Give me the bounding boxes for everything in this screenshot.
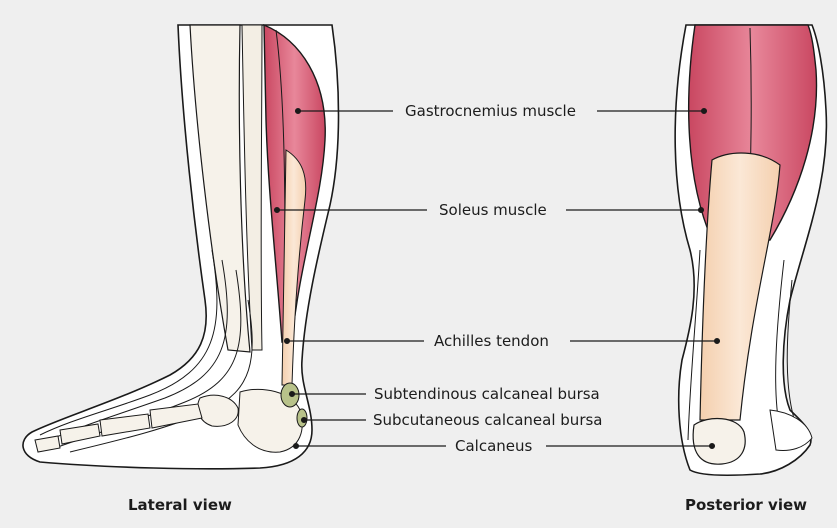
label-calcaneus: Calcaneus: [455, 437, 532, 455]
label-achilles: Achilles tendon: [434, 332, 549, 350]
posterior-calcaneus: [693, 419, 745, 465]
label-gastrocnemius: Gastrocnemius muscle: [405, 102, 576, 120]
label-soleus: Soleus muscle: [439, 201, 547, 219]
posterior-leg: [675, 25, 826, 475]
posterior-toes: [770, 410, 812, 451]
label-subcutaneous-bursa: Subcutaneous calcaneal bursa: [373, 411, 603, 429]
caption-posterior-view: Posterior view: [685, 496, 807, 514]
label-subtendinous-bursa: Subtendinous calcaneal bursa: [374, 385, 600, 403]
caption-lateral-view: Lateral view: [128, 496, 232, 514]
lateral-leg: [23, 25, 339, 469]
